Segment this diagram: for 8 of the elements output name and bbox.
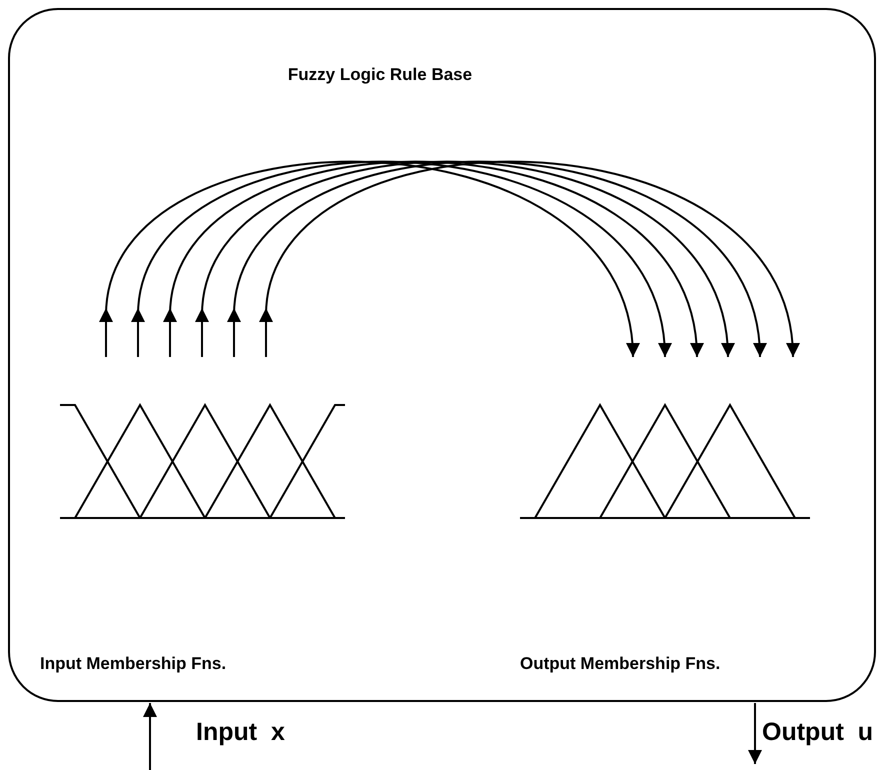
box-title: Fuzzy Logic Rule Base	[286, 65, 474, 85]
signal-label: Input x	[196, 718, 285, 747]
group-label: Output Membership Fns.	[520, 654, 720, 674]
arrow	[143, 703, 157, 770]
group-label: Input Membership Fns.	[40, 654, 226, 674]
arrow	[748, 703, 762, 764]
signal-label: Output u	[762, 718, 874, 747]
rule-base-box	[8, 8, 876, 702]
